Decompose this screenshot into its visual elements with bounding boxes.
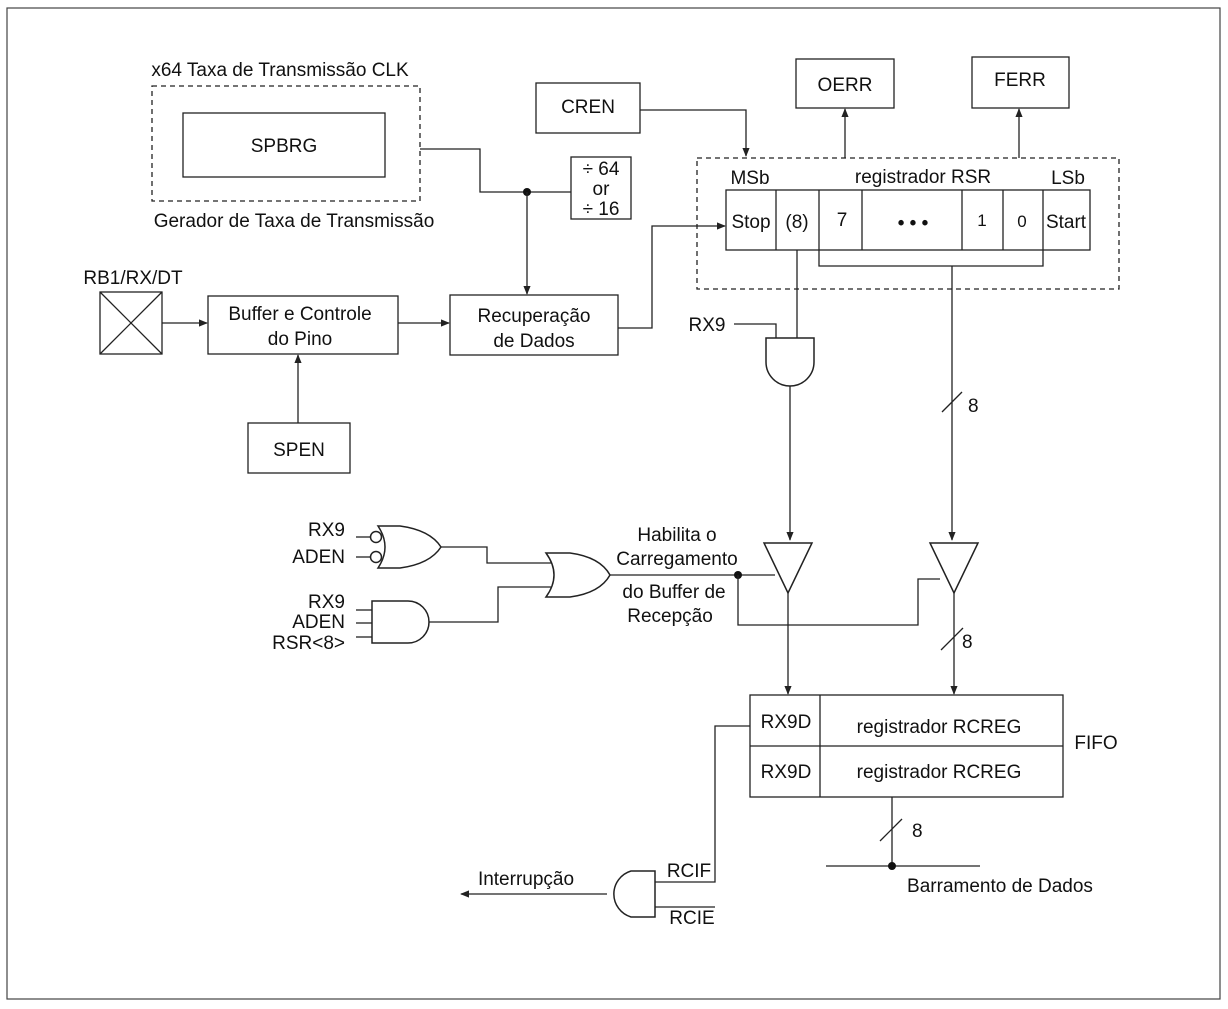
diagram-frame [6, 7, 1221, 1000]
fifo-rx9d-2: RX9D [761, 762, 812, 783]
and-gate-rx9d [765, 337, 815, 387]
recovery-box [449, 294, 619, 356]
junction-data-bus [888, 862, 896, 870]
recovery-label-2: de Dados [493, 331, 574, 352]
rsr-msb-label: MSb [730, 168, 769, 189]
ferr-box [971, 56, 1070, 109]
or-input-aden: ADEN [292, 547, 345, 568]
rcie-label: RCIE [669, 908, 714, 929]
baud-clk-label: x64 Taxa de Transmissão CLK [151, 60, 409, 81]
bus-width-3: 8 [912, 821, 923, 842]
buffer-label-1: Buffer e Controle [228, 304, 371, 325]
wire-and-to-or2 [429, 586, 553, 623]
pin-x-icon [99, 291, 163, 355]
and-gate-interrupt [613, 870, 656, 918]
wire-or1-to-or2 [441, 546, 553, 564]
bus-width-2: 8 [962, 632, 973, 653]
rsr-cell-dots: • • • [898, 213, 929, 234]
rcif-label: RCIF [667, 861, 711, 882]
wire-recovery-to-rsr [618, 222, 726, 329]
rsr-lsb-label: LSb [1051, 168, 1085, 189]
enable-label-4: Recepção [627, 606, 713, 627]
divider-or: or [593, 179, 611, 200]
or-gate-2 [544, 552, 611, 598]
wire-spbrg-to-divider [420, 148, 571, 193]
rx9-top-label: RX9 [689, 315, 726, 336]
enable-label-1: Habilita o [637, 525, 716, 546]
rsr-cells [725, 189, 1091, 251]
oerr-label: OERR [818, 75, 873, 96]
inverter-bubble-1 [369, 530, 383, 544]
and-input-rsr8: RSR<8> [272, 633, 345, 654]
fifo-label: FIFO [1074, 733, 1117, 754]
or-input-rx9: RX9 [308, 520, 345, 541]
data-bus-label: Barramento de Dados [907, 876, 1093, 897]
divider-16: ÷ 16 [583, 199, 620, 220]
cren-box [535, 82, 641, 134]
rsr-cell-8: (8) [785, 212, 808, 233]
divider-box [570, 156, 632, 220]
rsr-title: registrador RSR [855, 167, 991, 188]
wire-rx9-top [734, 323, 777, 338]
wire-enable-to-buffer-2 [737, 575, 940, 626]
divider-64: ÷ 64 [583, 159, 620, 180]
ferr-label: FERR [994, 70, 1046, 91]
pin-label: RB1/RX/DT [83, 268, 183, 289]
tristate-buffer-1 [762, 542, 814, 595]
buffer-label-2: do Pino [268, 329, 332, 350]
fifo-rx9d-1: RX9D [761, 712, 812, 733]
rsr-cell-start: Start [1046, 212, 1087, 233]
enable-label-3: do Buffer de [622, 582, 725, 603]
spbrg-box [182, 112, 386, 178]
baud-generator-dashed-box [151, 85, 421, 202]
rsr-cell-7: 7 [837, 210, 848, 231]
rsr-dashed-box [696, 157, 1120, 290]
spen-box [247, 422, 351, 474]
rsr-cell-0: 0 [1017, 212, 1026, 231]
recovery-label-1: Recuperação [477, 306, 590, 327]
wire-fifo-to-rcif [655, 725, 750, 883]
rsr-cell-stop: Stop [731, 212, 770, 233]
spbrg-label: SPBRG [251, 136, 318, 157]
bus-width-1: 8 [968, 396, 979, 417]
wire-rsr-data-bus [818, 250, 1044, 267]
cren-label: CREN [561, 97, 615, 118]
enable-label-2: Carregamento [616, 549, 737, 570]
baud-generator-label: Gerador de Taxa de Transmissão [154, 211, 435, 232]
buffer-box [207, 295, 399, 355]
bus-slash-1 [941, 391, 963, 413]
fifo-rcreg-2: registrador RCREG [857, 762, 1022, 783]
tristate-buffer-2 [928, 542, 980, 595]
bus-slash-2 [940, 627, 964, 651]
and-input-rx9: RX9 [308, 592, 345, 613]
bus-slash-3 [879, 818, 903, 842]
fifo-rcreg-1: registrador RCREG [857, 717, 1022, 738]
oerr-box [795, 58, 895, 109]
inverter-bubble-2 [369, 550, 383, 564]
interrupt-label: Interrupção [478, 869, 574, 890]
spen-label: SPEN [273, 440, 325, 461]
wire-cren-to-rsr [640, 109, 750, 157]
rsr-cell-1: 1 [977, 211, 986, 230]
and-gate-address [371, 600, 430, 644]
and-input-aden: ADEN [292, 612, 345, 633]
or-gate-1 [376, 525, 442, 569]
